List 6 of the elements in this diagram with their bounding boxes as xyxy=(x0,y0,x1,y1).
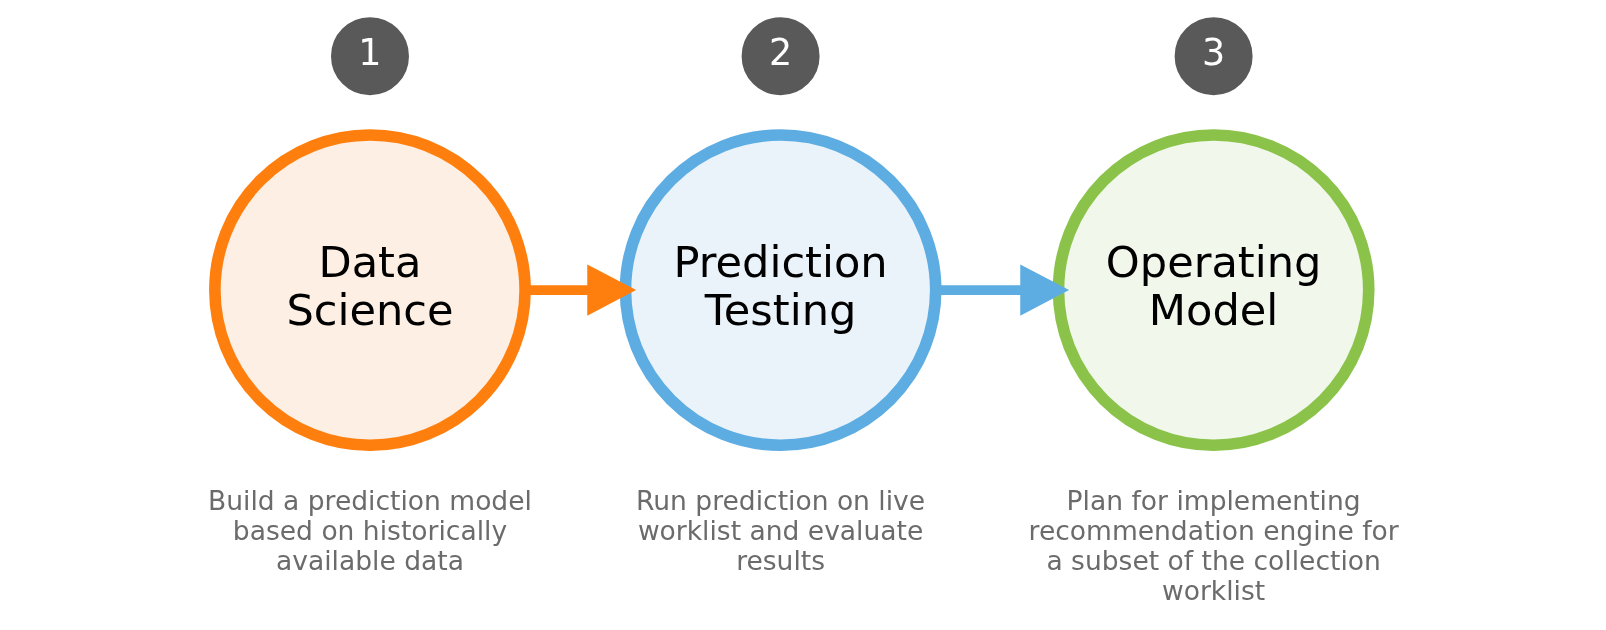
node-label: Build a prediction model based on historically available data xyxy=(208,485,532,577)
node-label: Plan for implementing recommendation engine for a subset of the collection worklist xyxy=(1028,485,1399,607)
node-circle: Operating Model xyxy=(1052,129,1375,452)
node-label: Run prediction on live worklist and evaluate results xyxy=(636,485,926,577)
node-circle: Prediction Testing xyxy=(619,129,942,452)
node-circle: Data Science xyxy=(209,129,531,452)
